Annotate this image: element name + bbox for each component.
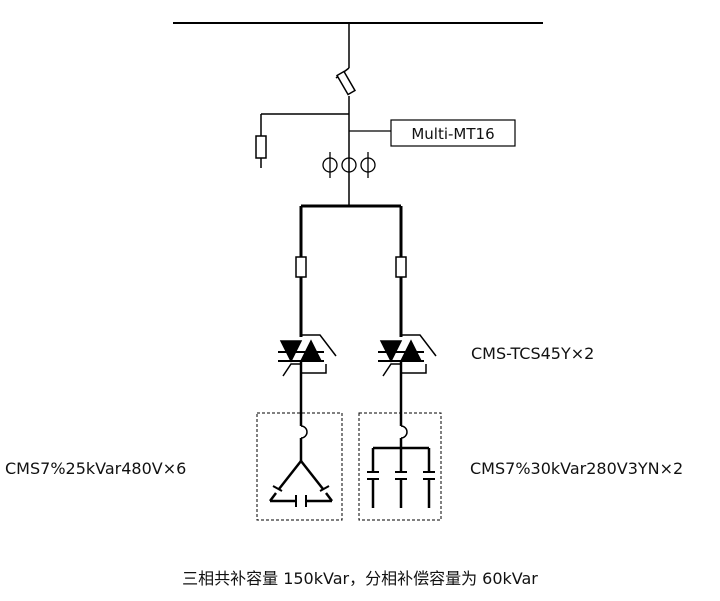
- controller-label: Multi-MT16: [411, 125, 494, 143]
- capacitor-bank-right-box: [358, 412, 442, 521]
- capacitor-bank-left-box: [256, 412, 343, 521]
- disconnect-switch-icon: [335, 67, 356, 110]
- left-capacitor-label: CMS7%25kVar480V×6: [5, 459, 186, 478]
- thyristor-switch-left-icon: [278, 334, 337, 377]
- controller-box: [390, 119, 516, 147]
- star-capacitor-icon: [367, 425, 435, 508]
- branch-busbar: [299, 204, 403, 337]
- fuse-left-icon: [295, 256, 307, 278]
- thyristor-switch-right-icon: [378, 334, 437, 377]
- fuse-right-icon: [395, 256, 407, 278]
- delta-capacitor-icon: [269, 425, 333, 507]
- switch-model-label: CMS-TCS45Y×2: [471, 344, 594, 363]
- footer-note: 三相共补容量 150kVar，分相补偿容量为 60kVar: [182, 569, 538, 588]
- right-capacitor-label: CMS7%30kVar280V3YN×2: [470, 459, 683, 478]
- current-transformer-icon: [322, 152, 376, 178]
- fuse-branch-icon: [255, 113, 349, 168]
